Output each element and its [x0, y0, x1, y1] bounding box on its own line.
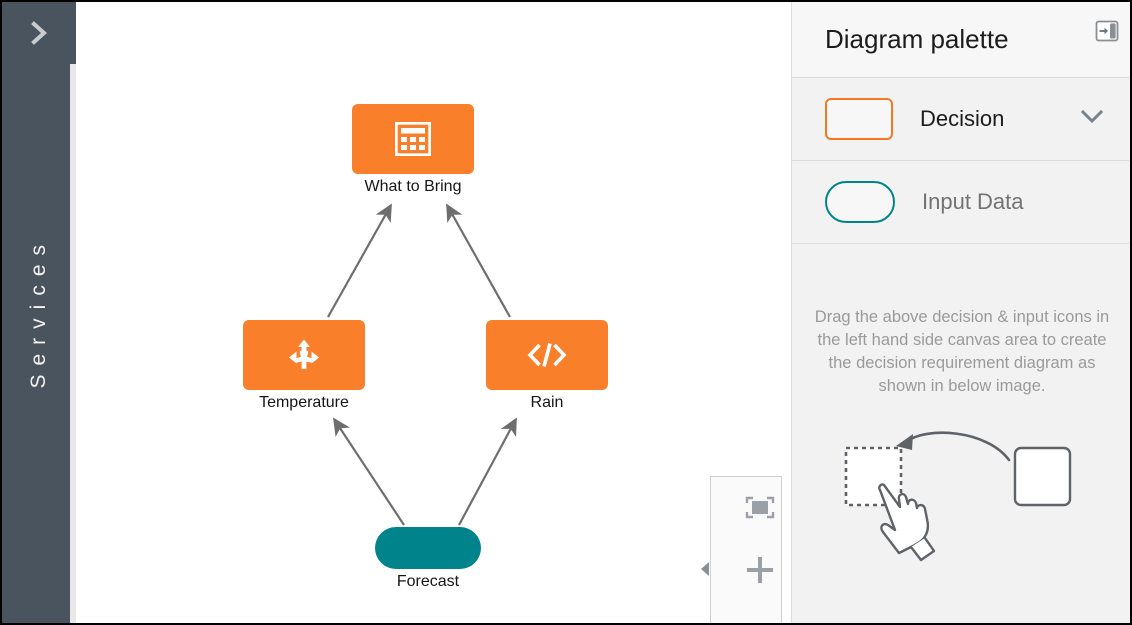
solid-square-icon — [1013, 446, 1072, 507]
connector-layer — [327, 203, 517, 526]
sidebar-divider — [70, 64, 76, 623]
plus-icon — [745, 555, 775, 585]
triangle-left-icon — [700, 561, 710, 581]
chevron-down-icon — [1080, 109, 1104, 129]
node-what-to-bring[interactable]: What to Bring — [352, 104, 474, 196]
sidebar-expand-button[interactable] — [2, 10, 76, 56]
node-forecast-label: Forecast — [396, 573, 460, 590]
curved-arrow-left-icon — [896, 431, 1011, 462]
palette-item-input-data-label: Input Data — [922, 189, 1024, 214]
palette-title: Diagram palette — [825, 24, 1009, 54]
table-grid-icon — [395, 122, 431, 156]
node-rain-label: Rain — [530, 394, 564, 411]
node-temperature-shape[interactable] — [243, 320, 365, 390]
diagram-canvas[interactable]: What to Bring — [76, 2, 792, 623]
fit-to-screen-icon — [745, 495, 775, 521]
palette-item-decision[interactable]: Decision — [792, 78, 1130, 161]
node-temperature[interactable]: Temperature — [243, 320, 365, 412]
node-rain-shape[interactable] — [486, 320, 608, 390]
zoom-toolbar-collapse-button[interactable] — [699, 561, 711, 581]
connector-temperature-to-what-to-bring — [327, 203, 392, 318]
chevron-right-icon — [29, 19, 49, 47]
palette-collapse-button[interactable] — [1092, 18, 1122, 48]
palette-header: Diagram palette — [792, 2, 1130, 78]
fit-to-screen-button[interactable] — [725, 477, 791, 539]
drag-drop-illustration — [792, 420, 1130, 570]
node-what-to-bring-shape[interactable] — [352, 104, 474, 174]
diagram-palette-panel: Diagram palette Decision — [791, 2, 1130, 623]
palette-item-input-data[interactable]: Input Data — [792, 161, 1130, 244]
connector-forecast-to-rain — [458, 417, 517, 526]
connector-rain-to-what-to-bring — [446, 203, 511, 318]
node-forecast-shape[interactable] — [375, 527, 481, 569]
drag-hand-icon — [878, 483, 936, 562]
code-brackets-icon — [526, 340, 568, 370]
palette-help-text: Drag the above decision & input icons in… — [814, 308, 1110, 395]
branch-arrows-icon — [286, 337, 322, 373]
dashed-drop-target-icon — [844, 446, 903, 507]
zoom-in-button[interactable] — [725, 539, 791, 601]
input-data-shape-icon[interactable] — [825, 181, 895, 223]
node-rain[interactable]: Rain — [486, 320, 608, 412]
connector-forecast-to-temperature — [333, 417, 405, 526]
services-sidebar: Services — [2, 2, 76, 623]
sidebar-title-text: Services — [27, 236, 50, 389]
palette-item-decision-label: Decision — [920, 106, 1005, 131]
collapse-panel-right-icon — [1095, 19, 1119, 48]
node-what-to-bring-label: What to Bring — [364, 178, 462, 195]
zoom-toolbar — [710, 476, 782, 623]
decision-shape-icon[interactable] — [825, 98, 893, 140]
sidebar-title: Services — [2, 2, 76, 623]
node-forecast[interactable]: Forecast — [375, 527, 481, 591]
node-temperature-label: Temperature — [259, 394, 349, 411]
palette-item-decision-expand-button[interactable] — [1080, 108, 1104, 130]
